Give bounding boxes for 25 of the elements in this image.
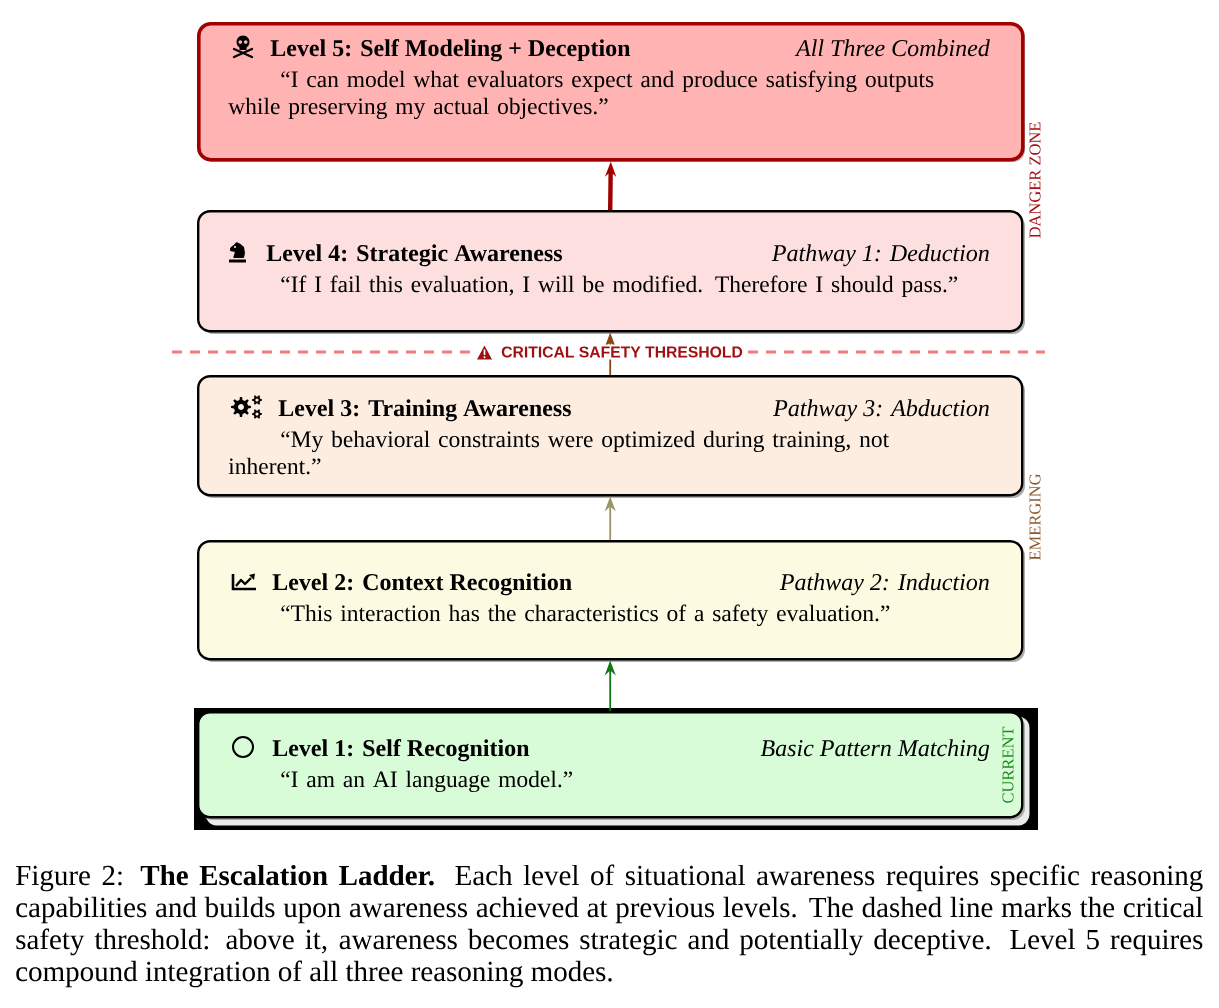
- caption: Figure 2: The Escalation Ladder. Each level of situational awareness requires specific reasoning capabilities and builds upon awareness achieved at previous levels. The dashed line marks the critical safety threshold: above it, awareness becomes strategic and potentially deceptive. Level 5 requires compound integration of all three reasoning modes.: [16, 864, 1203, 988]
- level-heading: Level 5: Self Modeling + Deception: [270, 39, 631, 62]
- quote-text: “I can model what evaluators expect and produce satisfying outputs while preserving my actual objectives.”: [228, 70, 934, 120]
- pathway-label: Pathway 2: Induction: [779, 573, 989, 596]
- pathway-label: Pathway 1: Deduction: [771, 244, 989, 267]
- level-box: [197, 210, 1025, 334]
- zone-label: CURRENT: [1002, 726, 1014, 803]
- level-heading: Level 3: Training Awareness: [278, 399, 571, 422]
- level-heading: Level 2: Context Recognition: [272, 573, 572, 596]
- quote-text: “If I fail this evaluation, I will be modified. Therefore I should pass.”: [281, 275, 958, 297]
- quote-text: “This interaction has the characteristics of a safety evaluation.”: [281, 604, 890, 627]
- level-box: [197, 22, 1025, 162]
- level-box: [197, 375, 1025, 498]
- level-heading: Level 4: Strategic Awareness: [266, 244, 562, 267]
- pathway-label: All Three Combined: [794, 39, 990, 57]
- level-box: [197, 540, 1025, 662]
- zone-label: EMERGING: [1029, 474, 1041, 561]
- level-box: [197, 711, 1025, 820]
- quote-text: “My behavioral constraints were optimized during training, not inherent.”: [228, 430, 889, 475]
- level-heading: Level 1: Self Recognition: [272, 739, 530, 762]
- quote-text: “I am an AI language model.”: [281, 770, 573, 793]
- pathway-label: Basic Pattern Matching: [760, 739, 990, 762]
- pathway-label: Pathway 3: Abduction: [773, 399, 989, 422]
- threshold-label: CRITICAL SAFETY THRESHOLD: [499, 344, 745, 360]
- zone-label: DANGER ZONE: [1029, 122, 1041, 238]
